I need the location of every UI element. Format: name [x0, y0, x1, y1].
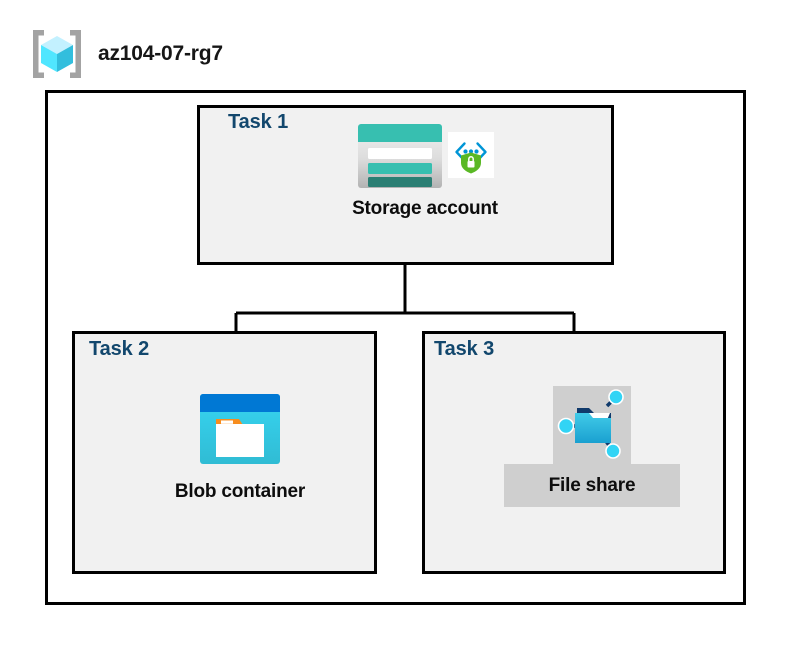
- blob-container-node[interactable]: Blob container: [155, 393, 325, 503]
- blob-container-label: Blob container: [174, 481, 306, 502]
- resource-group-container: [45, 90, 746, 605]
- file-share-icon-highlight: [553, 386, 631, 464]
- task-1-label: Task 1: [228, 111, 289, 133]
- storage-account-label: Storage account: [352, 198, 498, 219]
- storage-account-node[interactable]: Storage account: [340, 122, 510, 220]
- resource-group-name: az104-07-rg7: [98, 42, 223, 65]
- file-share-label: File share: [548, 474, 636, 496]
- storage-account-icon: [358, 124, 442, 188]
- managed-identity-shield-icon: [448, 132, 494, 178]
- blob-container-icon: [200, 394, 280, 464]
- task-3-label: Task 3: [434, 338, 495, 360]
- file-share-icon: [557, 389, 624, 459]
- task-2-box: [72, 331, 377, 574]
- resource-group-icon: [33, 30, 81, 78]
- file-share-label-highlight: File share: [504, 464, 680, 507]
- storage-account-icon-row: [356, 122, 494, 190]
- file-share-node[interactable]: File share: [492, 386, 692, 507]
- resource-group-header: az104-07-rg7: [30, 26, 350, 82]
- task-2-label: Task 2: [89, 338, 150, 360]
